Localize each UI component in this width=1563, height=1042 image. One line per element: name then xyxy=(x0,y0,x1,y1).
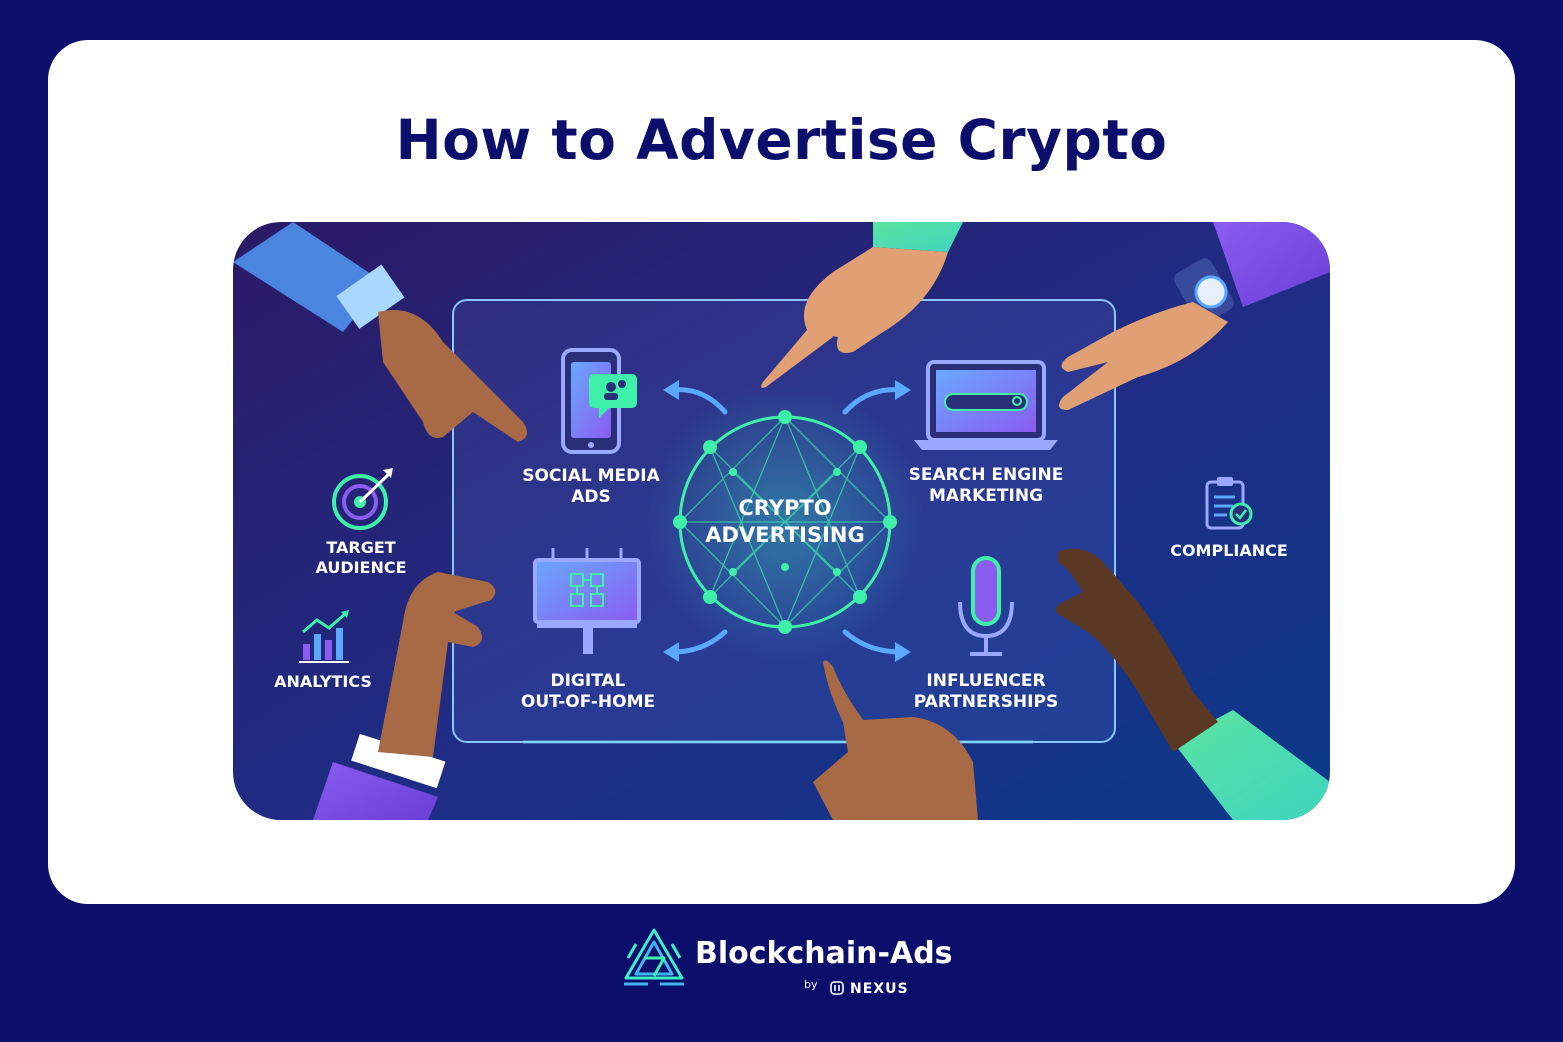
crypto-advertising-illustration: CRYPTO ADVERTISING SOCIAL MEDIA ADS SEAR… xyxy=(233,222,1330,820)
brand-parent: NEXUS xyxy=(850,981,909,997)
hand-bottom-left xyxy=(313,572,496,820)
hand-bottom-center xyxy=(813,660,978,820)
hand-bottom-right xyxy=(1055,548,1330,820)
social-media-label-line2: ADS xyxy=(571,487,611,507)
page-title: How to Advertise Crypto xyxy=(395,108,1168,172)
phone-chat-icon xyxy=(561,348,637,454)
search-engine-label-line1: SEARCH ENGINE xyxy=(909,465,1064,485)
influencer-label-line2: PARTNERSHIPS xyxy=(914,692,1058,712)
social-media-label-line1: SOCIAL MEDIA xyxy=(522,466,660,486)
analytics-label: ANALYTICS xyxy=(274,672,372,691)
microphone-icon xyxy=(958,556,1014,656)
crypto-network-globe: CRYPTO ADVERTISING xyxy=(645,382,925,662)
clipboard-check-icon xyxy=(1205,477,1253,530)
influencer-label-line1: INFLUENCER xyxy=(926,671,1045,691)
center-label-line2: ADVERTISING xyxy=(705,523,864,547)
search-engine-label-line2: MARKETING xyxy=(929,486,1043,506)
hand-top-left xyxy=(233,222,527,442)
brand-by: by xyxy=(804,978,818,991)
dooh-label-line1: DIGITAL xyxy=(551,671,626,691)
target-audience-label-line2: AUDIENCE xyxy=(315,558,406,577)
nexus-logo-icon xyxy=(830,981,844,995)
analytics-chart-icon xyxy=(299,610,349,663)
billboard-icon xyxy=(533,548,641,654)
center-label-line1: CRYPTO xyxy=(738,496,831,520)
compliance-label: COMPLIANCE xyxy=(1170,541,1288,560)
target-audience-label-line1: TARGET xyxy=(326,538,395,557)
brand-name: Blockchain-Ads xyxy=(695,936,953,971)
target-icon xyxy=(332,468,393,530)
hand-top-center xyxy=(761,222,963,388)
dooh-label-line2: OUT-OF-HOME xyxy=(521,692,655,712)
laptop-search-icon xyxy=(914,360,1058,450)
arrow-to-search xyxy=(842,387,904,415)
brand-footer: Blockchain-Ads by NEXUS xyxy=(618,924,953,1004)
blockchain-ads-logo-icon xyxy=(624,928,684,986)
hand-top-right xyxy=(1059,222,1330,410)
